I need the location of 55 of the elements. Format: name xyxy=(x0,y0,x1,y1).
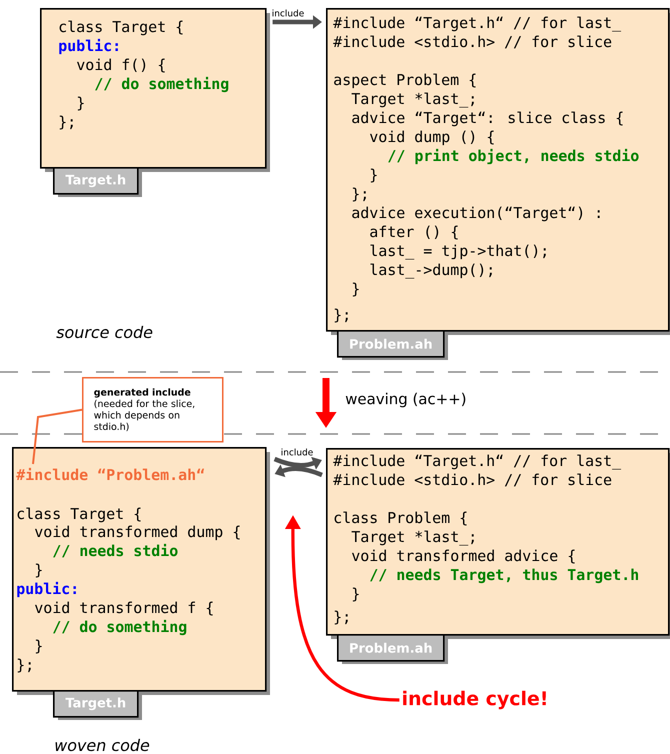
callout-text: include cycle! xyxy=(403,690,546,710)
code-line: } xyxy=(78,96,84,110)
code-line: #include <stdio.h> // for slice xyxy=(333,36,612,48)
code-line: // do something xyxy=(95,76,228,92)
code-line: aspect Problem { xyxy=(334,74,476,88)
code-line: class Problem { xyxy=(334,512,467,526)
edge-label: include xyxy=(280,448,314,456)
code-line: } xyxy=(36,640,42,654)
code-line: void f() { xyxy=(77,58,165,72)
code-line: public: xyxy=(59,38,118,54)
code-line: after () { xyxy=(370,226,458,240)
code-line: } xyxy=(352,282,359,296)
code-line: // print object, needs stdio xyxy=(388,148,639,164)
code-line: }; xyxy=(334,610,348,624)
code-line: } xyxy=(370,168,377,182)
code-line: void transformed dump { xyxy=(35,526,240,540)
caption-text: weaving (ac++) xyxy=(346,392,466,408)
code-line: Target *last_; xyxy=(352,530,474,546)
code-line: #include “Target.h“ // for last_ xyxy=(333,454,622,470)
edge-label: include xyxy=(270,8,306,18)
code-line: }; xyxy=(352,188,366,202)
code-line: advice “Target“: slice class { xyxy=(352,112,623,126)
caption-text: woven code xyxy=(56,738,150,752)
code-line: last_->dump(); xyxy=(370,264,492,279)
code-line: public: xyxy=(17,582,76,598)
file-tab: Target.h xyxy=(53,690,142,720)
code-line: class Target { xyxy=(18,508,141,522)
caption-text: source code xyxy=(56,326,152,338)
code-box xyxy=(326,8,670,335)
code-line: void transformed f { xyxy=(35,602,213,616)
code-line: #include “Problem.ah“ xyxy=(16,468,204,480)
callout-box: generated include (needed for the slice, which depends on stdio.h) xyxy=(82,377,224,442)
code-line: void dump () { xyxy=(370,130,494,146)
code-line: advice execution(“Target“) : xyxy=(352,206,600,222)
file-tab: Target.h xyxy=(53,167,142,197)
code-line: class Target { xyxy=(60,20,183,36)
code-line: }; xyxy=(60,116,73,130)
file-tab: Problem.ah xyxy=(337,634,448,664)
leader-line xyxy=(32,408,82,464)
code-line: void transformed advice { xyxy=(352,550,575,564)
code-line: // needs stdio xyxy=(53,544,178,558)
code-box xyxy=(12,447,270,695)
code-box xyxy=(40,8,270,172)
code-line: last_ = tjp->that(); xyxy=(370,244,546,260)
code-line: } xyxy=(36,564,42,578)
code-line: Target *last_; xyxy=(352,92,474,108)
code-box xyxy=(326,448,670,639)
code-line: }; xyxy=(18,658,31,672)
code-line: // do something xyxy=(53,620,186,636)
code-line: // needs Target, thus Target.h xyxy=(370,568,638,584)
code-line: #include <stdio.h> // for slice xyxy=(333,474,612,486)
code-line: #include “Target.h“ // for last_ xyxy=(333,16,622,32)
code-line: }; xyxy=(334,308,348,322)
code-line: } xyxy=(352,588,359,602)
file-tab: Problem.ah xyxy=(337,330,448,360)
